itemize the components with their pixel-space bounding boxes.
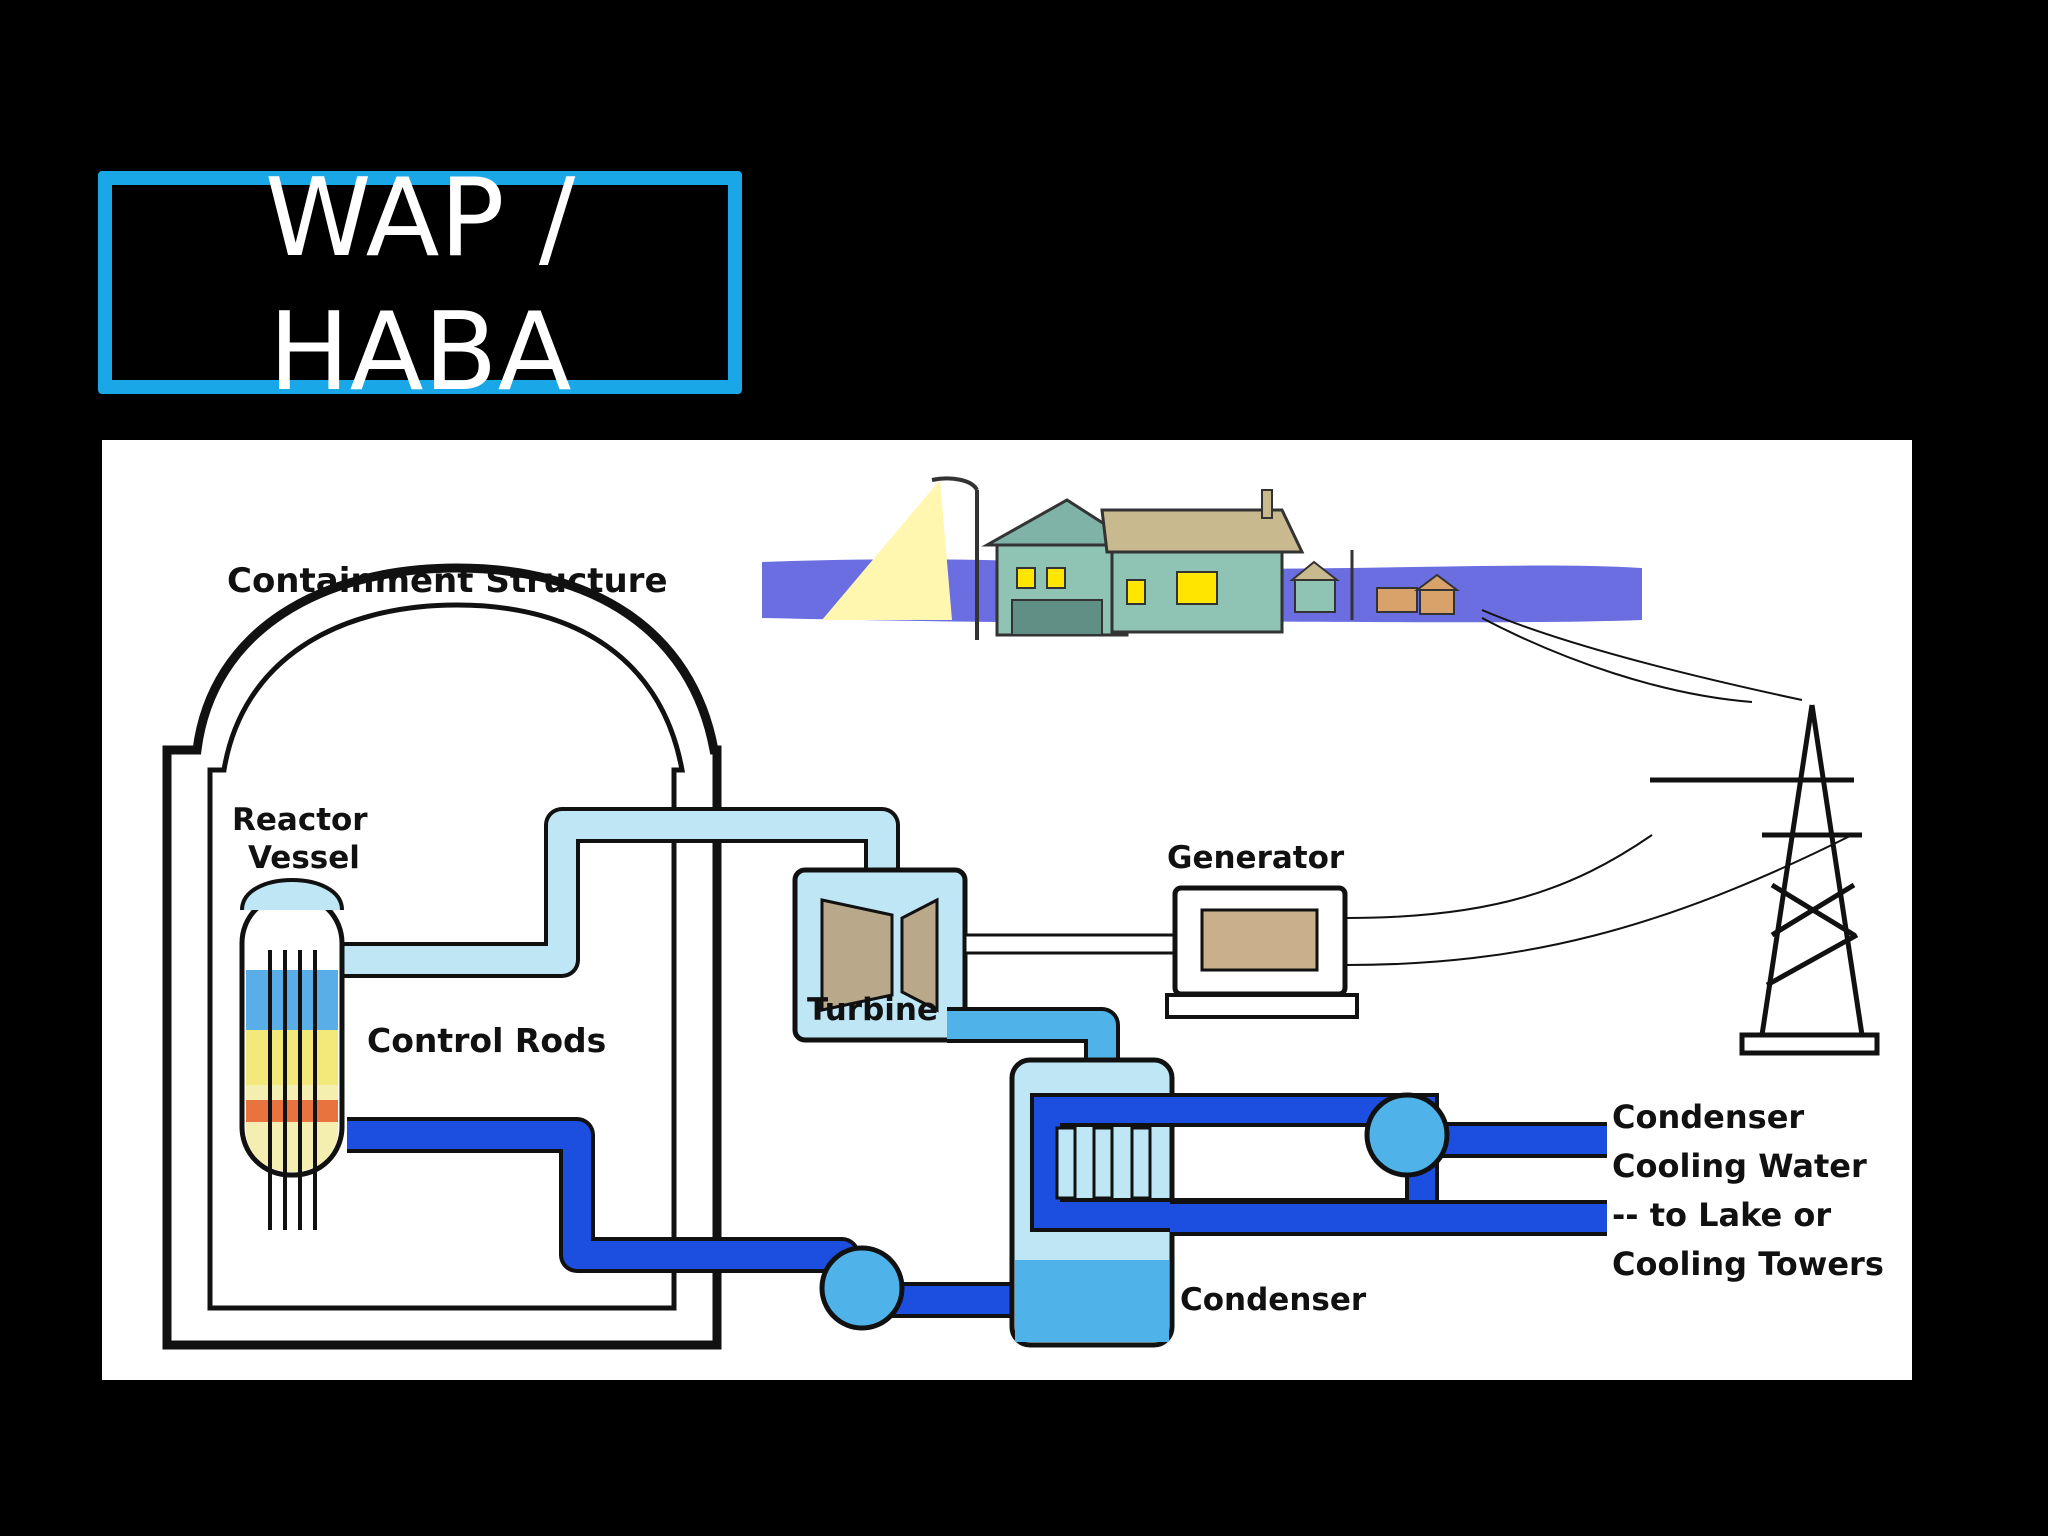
feedwater-pump-icon <box>819 1245 905 1331</box>
lamp-arm <box>931 476 979 492</box>
small-houses-icon <box>1289 550 1460 620</box>
feedwater-pipe-fill <box>347 1121 1062 1314</box>
steam-pipe-fill <box>337 811 896 974</box>
diagram-svg: Containment Structure Reactor Vessel Con… <box>162 476 1884 1350</box>
slide-title: WAP / HABA <box>98 152 742 420</box>
label-turbine: Turbine <box>807 992 938 1028</box>
turbine-icon <box>792 867 968 1043</box>
containment-inner-wall <box>207 602 685 1311</box>
power-line-4 <box>1481 617 1753 703</box>
power-line-3 <box>1481 609 1803 701</box>
cooling-pump-icon <box>1364 1092 1450 1178</box>
label-control-rods: Control Rods <box>367 1021 606 1060</box>
power-line-2 <box>1346 834 1853 966</box>
label-reactor-line2: Vessel <box>248 840 360 876</box>
label-containment-structure: Containment Structure <box>227 561 668 601</box>
label-cooling-line3: -- to Lake or <box>1612 1196 1831 1234</box>
label-generator: Generator <box>1167 840 1345 876</box>
reactor-vessel-icon <box>239 878 345 1230</box>
nuclear-plant-diagram: Containment Structure Reactor Vessel Con… <box>102 440 1912 1380</box>
containment-structure <box>162 563 722 1350</box>
feedwater-pipe <box>347 1117 1062 1318</box>
title-frame <box>98 171 742 394</box>
title-line-1: WAP / <box>264 156 576 281</box>
title-line-2: HABA <box>268 290 572 415</box>
label-reactor-line1: Reactor <box>232 802 368 838</box>
generator-icon <box>1165 885 1359 1019</box>
label-cooling-line2: Cooling Water <box>1612 1147 1867 1185</box>
power-line-1 <box>1346 834 1653 919</box>
label-condenser: Condenser <box>1180 1282 1367 1318</box>
transmission-tower-icon <box>1650 704 1880 1056</box>
label-cooling-line4: Cooling Towers <box>1612 1245 1884 1283</box>
label-cooling-line1: Condenser <box>1612 1098 1804 1136</box>
turbine-generator-shaft <box>963 933 1177 955</box>
lamp-light-beam <box>822 480 952 620</box>
house-icon <box>981 489 1305 637</box>
